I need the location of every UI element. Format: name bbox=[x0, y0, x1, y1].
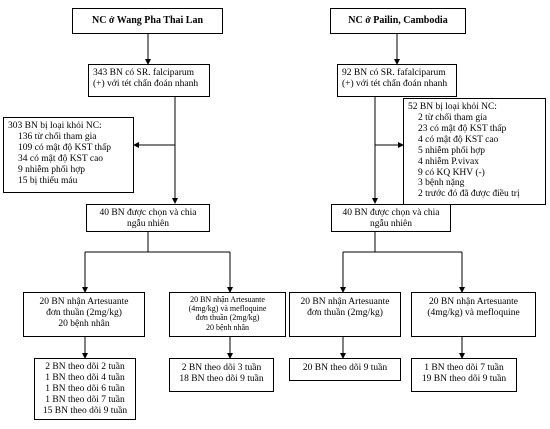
left-screening-box: 343 BN có SR. falciparum (+) với tét chẩ… bbox=[88, 64, 210, 97]
right-arm2-box: 20 BN nhận Artesuante (4mg/kg) và mefloq… bbox=[411, 292, 536, 337]
right-exclusion-item: 4 có mật độ KST cao bbox=[418, 134, 499, 145]
right-arm2-line: (4mg/kg) và mefloquine bbox=[427, 307, 520, 318]
left-follow2-box: 2 BN theo dõi 3 tuần 18 BN theo dõi 9 tu… bbox=[169, 358, 274, 392]
right-follow1-box: 20 BN theo dõi 9 tuần bbox=[289, 358, 401, 381]
right-randomization-text: 40 BN được chọn và chia ngẫu nhiên bbox=[342, 208, 440, 229]
left-randomization-box: 40 BN được chọn và chia ngẫu nhiên bbox=[86, 204, 210, 232]
right-exclusion-list: 2 từ chối tham gia 23 có mật độ KST thấp… bbox=[408, 113, 541, 200]
right-exclusion-item: 2 từ chối tham gia bbox=[418, 112, 487, 123]
left-arm1-line: 20 BN nhận Artesuante bbox=[39, 297, 129, 307]
right-screening-text: 92 BN có SR. fafalciparum (+) với tét ch… bbox=[342, 68, 448, 89]
right-arm2-line: 20 BN nhận Artesuante bbox=[429, 297, 518, 307]
left-study-title: NC ở Wang Pha Thai Lan bbox=[72, 8, 223, 34]
left-arm1-line: đơn thuần (2mg/kg) bbox=[46, 307, 122, 318]
left-arm1-line: 20 bệnh nhân bbox=[58, 318, 110, 329]
right-arm1-line: đơn thuần (2mg/kg) bbox=[307, 307, 383, 318]
right-arm1-box: 20 BN nhận Artesuante đơn thuần (2mg/kg) bbox=[289, 292, 401, 337]
left-exclusion-item: 109 có mật độ KST thấp bbox=[18, 142, 111, 153]
left-arm2-box: 20 BN nhận Artesuante (4mg/kg) và mefloq… bbox=[169, 292, 286, 337]
left-study-title-text: NC ở Wang Pha Thai Lan bbox=[91, 15, 204, 27]
right-exclusion-item: 4 nhiễm P.vivax bbox=[418, 156, 479, 167]
left-follow1-line: 1 BN theo dõi 6 tuần bbox=[45, 383, 125, 394]
left-exclusion-item: 15 bị thiếu máu bbox=[18, 175, 78, 186]
right-follow1-line: 20 BN theo dõi 9 tuần bbox=[302, 363, 388, 373]
left-follow1-box: 2 BN theo dõi 2 tuần 1 BN theo dõi 4 tuầ… bbox=[34, 358, 136, 420]
left-exclusion-item: 34 có mật độ KST cao bbox=[18, 153, 104, 164]
right-exclusion-item: 23 có mật độ KST thấp bbox=[418, 123, 507, 134]
left-arm1-box: 20 BN nhận Artesuante đơn thuần (2mg/kg)… bbox=[23, 292, 145, 337]
right-exclusion-title: 52 BN bị loại khỏi NC: bbox=[408, 102, 497, 112]
left-exclusion-title: 303 BN bị loại khỏi NC: bbox=[8, 121, 102, 131]
right-follow2-box: 1 BN theo dõi 7 tuần 19 BN theo dõi 9 tu… bbox=[411, 358, 517, 392]
left-arm2-line: 20 BN nhận Artesuante bbox=[190, 295, 265, 304]
right-exclusion-box: 52 BN bị loại khỏi NC: 2 từ chối tham gi… bbox=[403, 98, 546, 205]
left-exclusion-item: 136 từ chối tham gia bbox=[18, 131, 97, 142]
right-randomization-box: 40 BN được chọn và chia ngẫu nhiên bbox=[331, 204, 451, 232]
left-randomization-text: 40 BN được chọn và chia ngẫu nhiên bbox=[99, 208, 197, 229]
right-exclusion-item: 3 bệnh nặng bbox=[418, 178, 465, 189]
left-arm2-line: đơn thuần (2mg/kg) bbox=[195, 313, 260, 323]
right-screening-box: 92 BN có SR. fafalciparum (+) với tét ch… bbox=[337, 64, 457, 97]
right-exclusion-item: 9 có KQ KHV (-) bbox=[418, 167, 485, 178]
left-follow2-line: 18 BN theo dõi 9 tuần bbox=[179, 373, 264, 384]
left-exclusion-box: 303 BN bị loại khỏi NC: 136 từ chối tham… bbox=[3, 117, 134, 193]
left-follow1-line: 1 BN theo dõi 4 tuần bbox=[45, 372, 125, 383]
left-follow1-line: 1 BN theo dõi 7 tuần bbox=[45, 394, 125, 405]
left-follow1-line: 15 BN theo dõi 9 tuần bbox=[42, 405, 128, 416]
right-exclusion-item: 5 nhiễm phối hợp bbox=[418, 145, 486, 156]
right-follow2-line: 19 BN theo dõi 9 tuần bbox=[421, 373, 507, 384]
left-follow1-line: 2 BN theo dõi 2 tuần bbox=[45, 362, 125, 372]
left-exclusion-list: 136 từ chối tham gia 109 có mật độ KST t… bbox=[8, 132, 129, 187]
left-arm2-line: 20 bệnh nhân bbox=[205, 322, 250, 332]
right-study-title-text: NC ở Pailin, Cambodia bbox=[348, 15, 448, 27]
right-study-title: NC ở Pailin, Cambodia bbox=[330, 8, 466, 34]
right-arm1-line: 20 BN nhận Artesuante bbox=[300, 297, 390, 307]
left-exclusion-item: 9 nhiễm phối hợp bbox=[18, 164, 86, 175]
left-screening-text: 343 BN có SR. falciparum (+) với tét chẩ… bbox=[93, 68, 199, 89]
right-follow2-line: 1 BN theo dõi 7 tuần bbox=[424, 363, 504, 373]
left-arm2-line: (4mg/kg) và mefloquine bbox=[188, 304, 267, 314]
right-exclusion-item: 2 trước đó đã được điều trị bbox=[418, 189, 520, 200]
left-follow2-line: 2 BN theo dõi 3 tuần bbox=[181, 363, 262, 373]
